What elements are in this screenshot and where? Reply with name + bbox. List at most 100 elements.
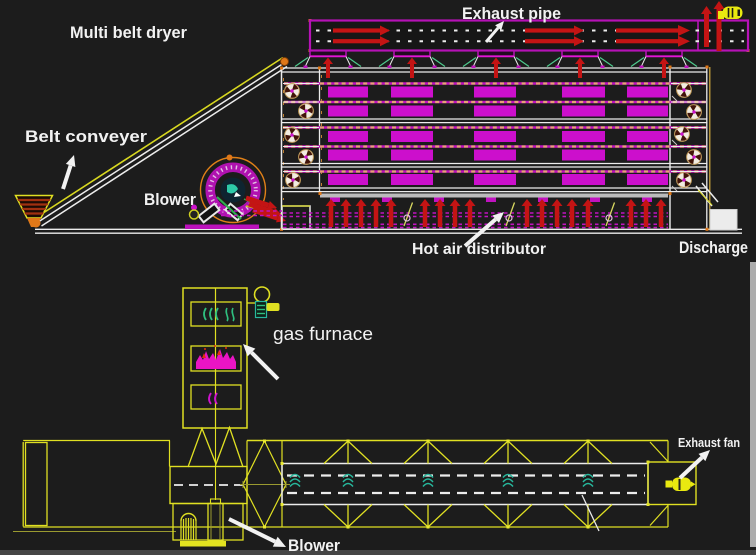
- burner-nozzle: [266, 303, 280, 311]
- pipe-flow-arrow: [333, 25, 390, 36]
- burner-assembly: [247, 286, 280, 319]
- material-block: [474, 86, 516, 98]
- hot-air-arrow: [551, 199, 563, 227]
- material-block: [328, 86, 368, 98]
- hot-air-arrow: [464, 199, 476, 227]
- dryer-body: [280, 19, 750, 231]
- discharge-box: [709, 209, 738, 231]
- discharge-chute: [695, 182, 738, 231]
- drum-end-box: [647, 461, 697, 506]
- photo-edge-right: [750, 262, 756, 547]
- circulation-fan-icon: [686, 149, 702, 165]
- material-block: [391, 105, 433, 117]
- hot-air-arrow: [434, 199, 446, 227]
- belt-conveyer-pointer: [61, 154, 76, 190]
- pipe-flow-arrow: [333, 36, 390, 47]
- blower-base: [185, 224, 259, 229]
- node-marker: [280, 503, 284, 506]
- damper-icon: [403, 202, 414, 227]
- truss-module: [403, 439, 453, 529]
- pipe-flow-arrow: [616, 35, 690, 47]
- circulation-fan-icon: [284, 127, 300, 143]
- pipe-flow-arrow: [525, 25, 584, 36]
- ground-line: [35, 228, 742, 234]
- node-marker: [263, 439, 266, 443]
- label-gas-furnace: gas furnace: [273, 324, 373, 344]
- blower-housing: [199, 156, 267, 224]
- circulation-fan-icon: [676, 172, 692, 188]
- exhaust-hood: [387, 49, 437, 78]
- hood-brace: [630, 57, 645, 67]
- circulation-fan-icon: [676, 82, 692, 98]
- material-block: [627, 86, 668, 98]
- swirl-icon: [208, 392, 218, 405]
- material-block: [391, 174, 433, 185]
- exhaust-hood: [471, 49, 521, 78]
- hood-arrow: [659, 57, 669, 78]
- label-multi-belt-dryer: Multi belt dryer: [70, 23, 187, 42]
- hot-air-arrow: [640, 199, 652, 227]
- distributor-nub: [590, 197, 600, 202]
- node-marker: [263, 525, 266, 529]
- hot-air-pointer: [463, 211, 505, 248]
- heat-swirl-icon: [203, 307, 235, 322]
- hatch-mark: [671, 185, 678, 192]
- hood-brace: [546, 57, 561, 67]
- hot-air-arrow: [655, 199, 667, 227]
- circulation-fan-icon: [285, 172, 301, 188]
- node-marker: [318, 192, 322, 195]
- hot-air-arrow: [625, 199, 637, 227]
- exhaust-fan-icon: [665, 477, 696, 491]
- distributor-nub: [538, 197, 548, 202]
- hood-brace: [599, 57, 614, 67]
- hatch-mark: [671, 95, 678, 102]
- material-block: [328, 174, 368, 185]
- hatch-mark: [671, 139, 678, 146]
- hot-air-arrow: [449, 199, 461, 227]
- hot-air-arrow: [582, 199, 594, 227]
- hot-air-arrow: [355, 199, 367, 227]
- hood-arrow: [407, 57, 417, 78]
- hot-air-arrow: [536, 199, 548, 227]
- blower-flow-arrow: [245, 195, 277, 210]
- material-block: [627, 131, 668, 142]
- gas-furnace-dryer-diagram: [13, 286, 697, 547]
- material-block: [391, 149, 433, 161]
- hood-brace: [431, 57, 446, 67]
- node-marker: [280, 66, 283, 70]
- moisture-swirl-icon: [289, 473, 301, 488]
- node-marker: [705, 65, 709, 69]
- distributor-nub: [330, 197, 340, 202]
- exhaust-hoods: [294, 49, 698, 78]
- exhaust-hood: [555, 49, 605, 78]
- exhaust-pipe-pointer: [484, 20, 505, 43]
- material-block: [562, 105, 605, 117]
- multi-belt-dryer-diagram: [14, 1, 750, 234]
- label-hot-air-distributor: Hot air distributor: [412, 241, 546, 258]
- roof-fan-icon: [718, 6, 743, 19]
- hot-air-arrow: [419, 199, 431, 227]
- rotary-drum: [240, 439, 697, 532]
- damper-icon: [505, 202, 516, 227]
- hood-brace: [347, 57, 362, 67]
- hot-air-arrow: [385, 199, 397, 227]
- circulation-fan-icon: [298, 149, 314, 165]
- blower-bottom-pointer: [228, 517, 287, 547]
- material-block: [562, 174, 605, 185]
- flame-icon: [196, 345, 236, 369]
- hood-arrow: [323, 57, 333, 78]
- node-marker: [668, 65, 672, 69]
- gas-furnace-pointer: [243, 344, 280, 381]
- pipe-up-arrow: [701, 6, 712, 47]
- photo-edge-bottom: [0, 550, 756, 555]
- blower-base-pad: [180, 541, 226, 547]
- node-marker: [280, 462, 284, 465]
- hood-brace: [294, 57, 309, 67]
- moisture-swirl-icon: [582, 473, 594, 488]
- material-block: [328, 149, 368, 161]
- material-block: [391, 86, 433, 98]
- label-belt-conveyer: Belt conveyer: [25, 127, 147, 146]
- label-blower-bottom: Blower: [288, 537, 341, 555]
